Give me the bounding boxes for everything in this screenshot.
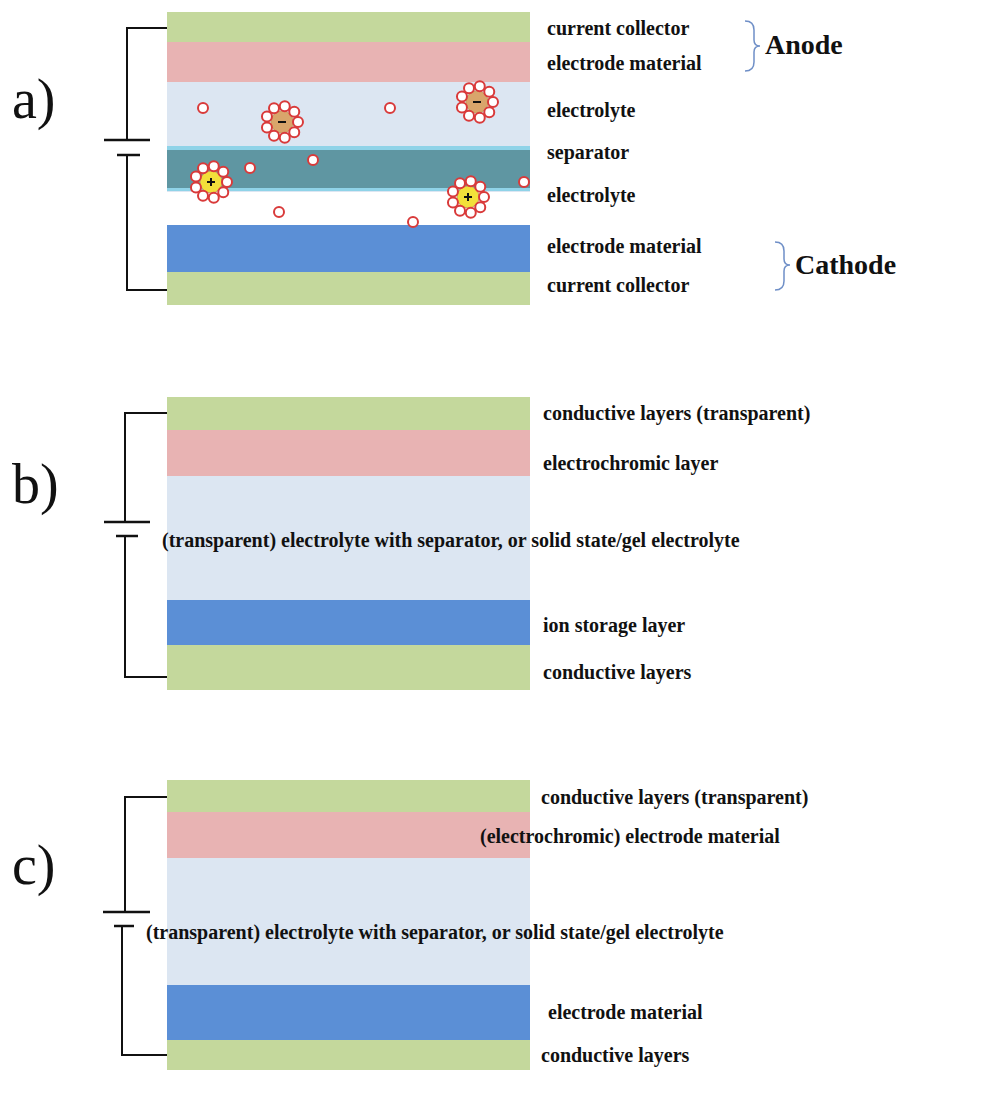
ion-symbol bbox=[467, 193, 469, 201]
ion-symbol bbox=[473, 101, 481, 103]
ion-symbol bbox=[448, 187, 458, 197]
battery-circuit bbox=[103, 28, 167, 1055]
ion-symbol bbox=[191, 172, 201, 182]
ion-symbol bbox=[289, 127, 299, 137]
ion-symbol bbox=[464, 83, 474, 93]
ion-symbol bbox=[274, 207, 284, 217]
panel-a-layers bbox=[167, 12, 530, 305]
ion-symbol bbox=[222, 177, 232, 187]
ion-symbol bbox=[191, 182, 201, 192]
layer-label: (transparent) electrolyte with separator… bbox=[146, 921, 724, 943]
layer-label: electrode material bbox=[547, 235, 702, 257]
ion-symbol bbox=[455, 178, 465, 188]
ion-symbol bbox=[385, 103, 395, 113]
ion-symbol bbox=[269, 103, 279, 113]
layer-label: current collector bbox=[547, 274, 689, 296]
ion-symbol bbox=[464, 111, 474, 121]
layer-label: (electrochromic) electrode material bbox=[480, 825, 780, 847]
ions bbox=[191, 81, 529, 227]
ion-symbol bbox=[466, 176, 476, 186]
ion-symbol bbox=[210, 178, 212, 186]
ion-symbol bbox=[475, 81, 485, 91]
layer-label: separator bbox=[547, 141, 629, 163]
layer-label: conductive layers bbox=[541, 1044, 689, 1066]
ion-symbol bbox=[308, 155, 318, 165]
ion-symbol bbox=[455, 206, 465, 216]
ion-symbol bbox=[209, 161, 219, 171]
panel-letter: c) bbox=[12, 835, 56, 897]
ion-symbol bbox=[280, 133, 290, 143]
ion-symbol bbox=[484, 87, 494, 97]
ion-symbol bbox=[218, 187, 228, 197]
ion-symbol bbox=[457, 92, 467, 102]
ion-symbol bbox=[466, 208, 476, 218]
ion-symbol bbox=[269, 131, 279, 141]
ion-symbol bbox=[293, 117, 303, 127]
ion-symbol bbox=[198, 103, 208, 113]
ion-symbol bbox=[457, 102, 467, 112]
layer-label: electrolyte bbox=[547, 184, 635, 206]
layer-label: electrode material bbox=[548, 1001, 703, 1023]
layer-label: conductive layers bbox=[543, 661, 691, 683]
ion-symbol bbox=[262, 112, 272, 122]
ion-symbol bbox=[262, 122, 272, 132]
ion-symbol bbox=[245, 163, 255, 173]
layer-label: electrochromic layer bbox=[543, 452, 718, 474]
ion-symbol bbox=[484, 107, 494, 117]
ion-symbol bbox=[475, 202, 485, 212]
layer-label: current collector bbox=[547, 17, 689, 39]
layer-label: Cathode bbox=[795, 250, 896, 281]
ion-symbol bbox=[408, 217, 418, 227]
ion-symbol bbox=[448, 197, 458, 207]
layer-label: conductive layers (transparent) bbox=[543, 402, 810, 424]
ion-symbol bbox=[218, 167, 228, 177]
layer-label: conductive layers (transparent) bbox=[541, 786, 808, 808]
layer-label: electrolyte bbox=[547, 99, 635, 121]
ion-symbol bbox=[198, 191, 208, 201]
ion-symbol bbox=[488, 97, 498, 107]
panel-letter: b) bbox=[12, 454, 59, 516]
ion-symbol bbox=[475, 182, 485, 192]
brace bbox=[745, 21, 790, 290]
layer-label: electrode material bbox=[547, 52, 702, 74]
ion-symbol bbox=[519, 177, 529, 187]
ion-symbol bbox=[278, 121, 286, 123]
layer-label: Anode bbox=[765, 30, 843, 61]
ion-symbol bbox=[209, 193, 219, 203]
ion-symbol bbox=[479, 192, 489, 202]
ion-symbol bbox=[475, 113, 485, 123]
ion-symbol bbox=[289, 107, 299, 117]
layer-label: ion storage layer bbox=[543, 614, 685, 636]
ion-symbol bbox=[280, 101, 290, 111]
ion-symbol bbox=[198, 163, 208, 173]
layer-label: (transparent) electrolyte with separator… bbox=[162, 529, 740, 551]
panel-letter: a) bbox=[12, 69, 56, 131]
